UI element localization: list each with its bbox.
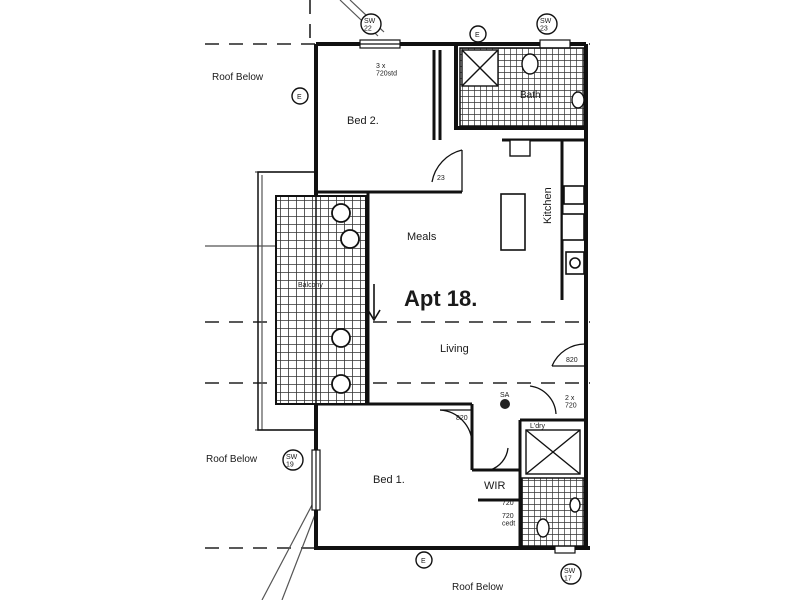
room-label-bed2: Bed 2. — [347, 115, 379, 127]
roof-label-bottom: Roof Below — [452, 582, 504, 593]
tag-e-bottom: E — [421, 558, 426, 565]
note-door-bed1: 820 — [456, 415, 468, 422]
doors — [431, 149, 587, 471]
room-label-bed1: Bed 1. — [373, 474, 405, 486]
room-label-bath: Bath — [520, 90, 541, 101]
room-label-balcony: Balcony — [298, 282, 323, 289]
view-arrow-icon — [367, 284, 381, 322]
note-smoke-alarm: SA — [500, 392, 510, 399]
note-door-living: 820 — [566, 357, 578, 364]
ensuite-fixtures — [525, 429, 581, 538]
tag-e-top: E — [475, 32, 480, 39]
note-door-wir: 720 — [502, 500, 514, 507]
ensuite-tiles — [521, 477, 585, 547]
kitchen-fixtures — [500, 185, 585, 275]
room-label-kitchen: Kitchen — [542, 187, 554, 224]
balcony-tiles — [275, 195, 367, 405]
roof-label-left: Roof Below — [206, 454, 258, 465]
roof-label-top: Roof Below — [212, 72, 264, 83]
room-label-living: Living — [440, 343, 469, 355]
room-label-wir: WIR — [484, 480, 505, 492]
balcony-frame — [257, 171, 317, 431]
windows — [311, 39, 576, 554]
smoke-alarm-icon — [500, 399, 510, 409]
tag-e-left: E — [297, 94, 302, 101]
bath-fixtures — [461, 49, 585, 157]
balcony-posts — [331, 203, 360, 394]
note-door-bed2: 23 — [437, 175, 445, 182]
note-laundry: L'dry — [530, 423, 545, 430]
apartment-title: Apt 18. — [404, 286, 477, 311]
tag-bubbles — [282, 13, 582, 585]
room-label-meals: Meals — [407, 231, 437, 243]
